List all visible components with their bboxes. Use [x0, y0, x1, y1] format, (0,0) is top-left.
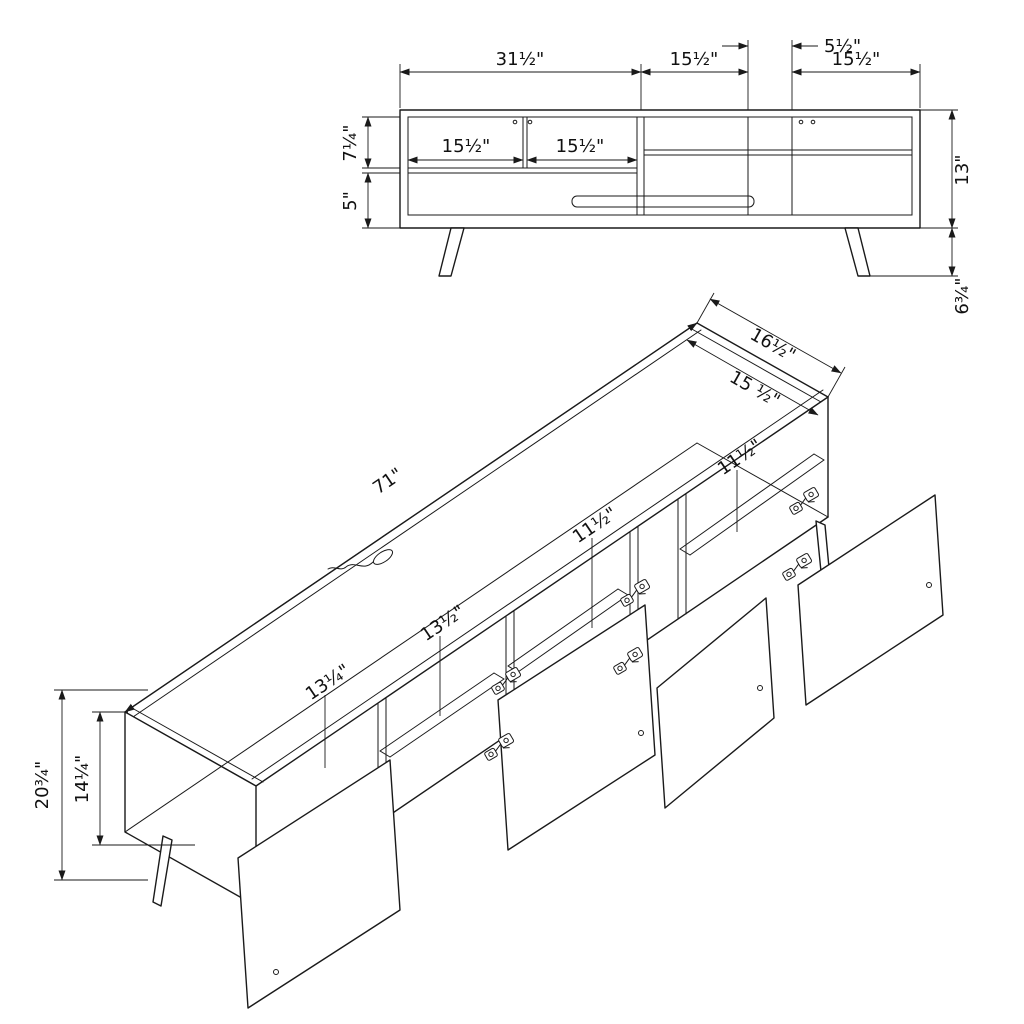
extension-line: [827, 366, 846, 398]
pin-hole: [798, 119, 804, 125]
door-1: [237, 759, 401, 1009]
hinge-icon: [779, 552, 815, 582]
dim-label-upper-left-height: 7¼": [340, 124, 361, 161]
dim-line-total-length: [124, 322, 698, 713]
dim-line-top-depth: [709, 298, 842, 374]
door-hole: [757, 685, 763, 691]
dim-label-left-section: 31½": [496, 49, 545, 70]
door-hole: [638, 730, 644, 736]
front-right-leg: [844, 227, 871, 277]
top-inner-left-edge: [131, 707, 264, 783]
iso-leg: [152, 835, 173, 907]
pin-hole: [512, 119, 518, 125]
dim-label-total-height: 20¾": [32, 761, 53, 810]
door-hole: [926, 582, 932, 588]
extension-line: [696, 292, 715, 324]
cabinet-front-outline: [399, 109, 921, 277]
dim-label-lower-left-height: 5": [340, 191, 361, 211]
isometric-view: 71" 16½" 15 ½" 11½" 11½" 13½" 13¼" 20¾": [32, 292, 944, 1009]
front-elevation-view: 31½" 15½" 15½" 5½" 15½" 15½" 7¼" 5" 13" …: [340, 36, 973, 315]
cabinet-outer-rect: [399, 109, 921, 229]
door-4: [797, 494, 944, 706]
pin-hole: [810, 119, 816, 125]
dim-label-leg-height: 6¾": [952, 277, 973, 314]
dim-label-right-section: 15½": [832, 49, 881, 70]
media-slot: [571, 195, 755, 208]
door-hole: [273, 969, 279, 975]
front-dimensions: 31½" 15½" 15½" 5½" 15½" 15½" 7¼" 5" 13" …: [340, 36, 973, 315]
divider-4: [677, 493, 687, 620]
dim-label-inner-left-a: 15½": [442, 136, 491, 157]
doors: [237, 494, 944, 1009]
dim-label-mid-section: 15½": [670, 49, 719, 70]
right-bottom-edge: [696, 442, 829, 518]
door-2: [497, 604, 656, 851]
dim-label-slot: 5½": [824, 36, 861, 57]
dim-label-cabinet-height: 13": [952, 154, 973, 185]
cabinet-inner-rect: [407, 116, 913, 216]
dim-label-total-length: 71": [369, 464, 407, 499]
dim-label-inner-left-b: 15½": [556, 136, 605, 157]
pin-hole: [527, 119, 533, 125]
dim-line-inner-depth: [686, 339, 819, 416]
dim-label-inner-height: 14¼": [72, 755, 93, 804]
hinge-icon: [617, 578, 653, 608]
door-3: [656, 597, 775, 809]
front-left-leg: [438, 227, 465, 277]
